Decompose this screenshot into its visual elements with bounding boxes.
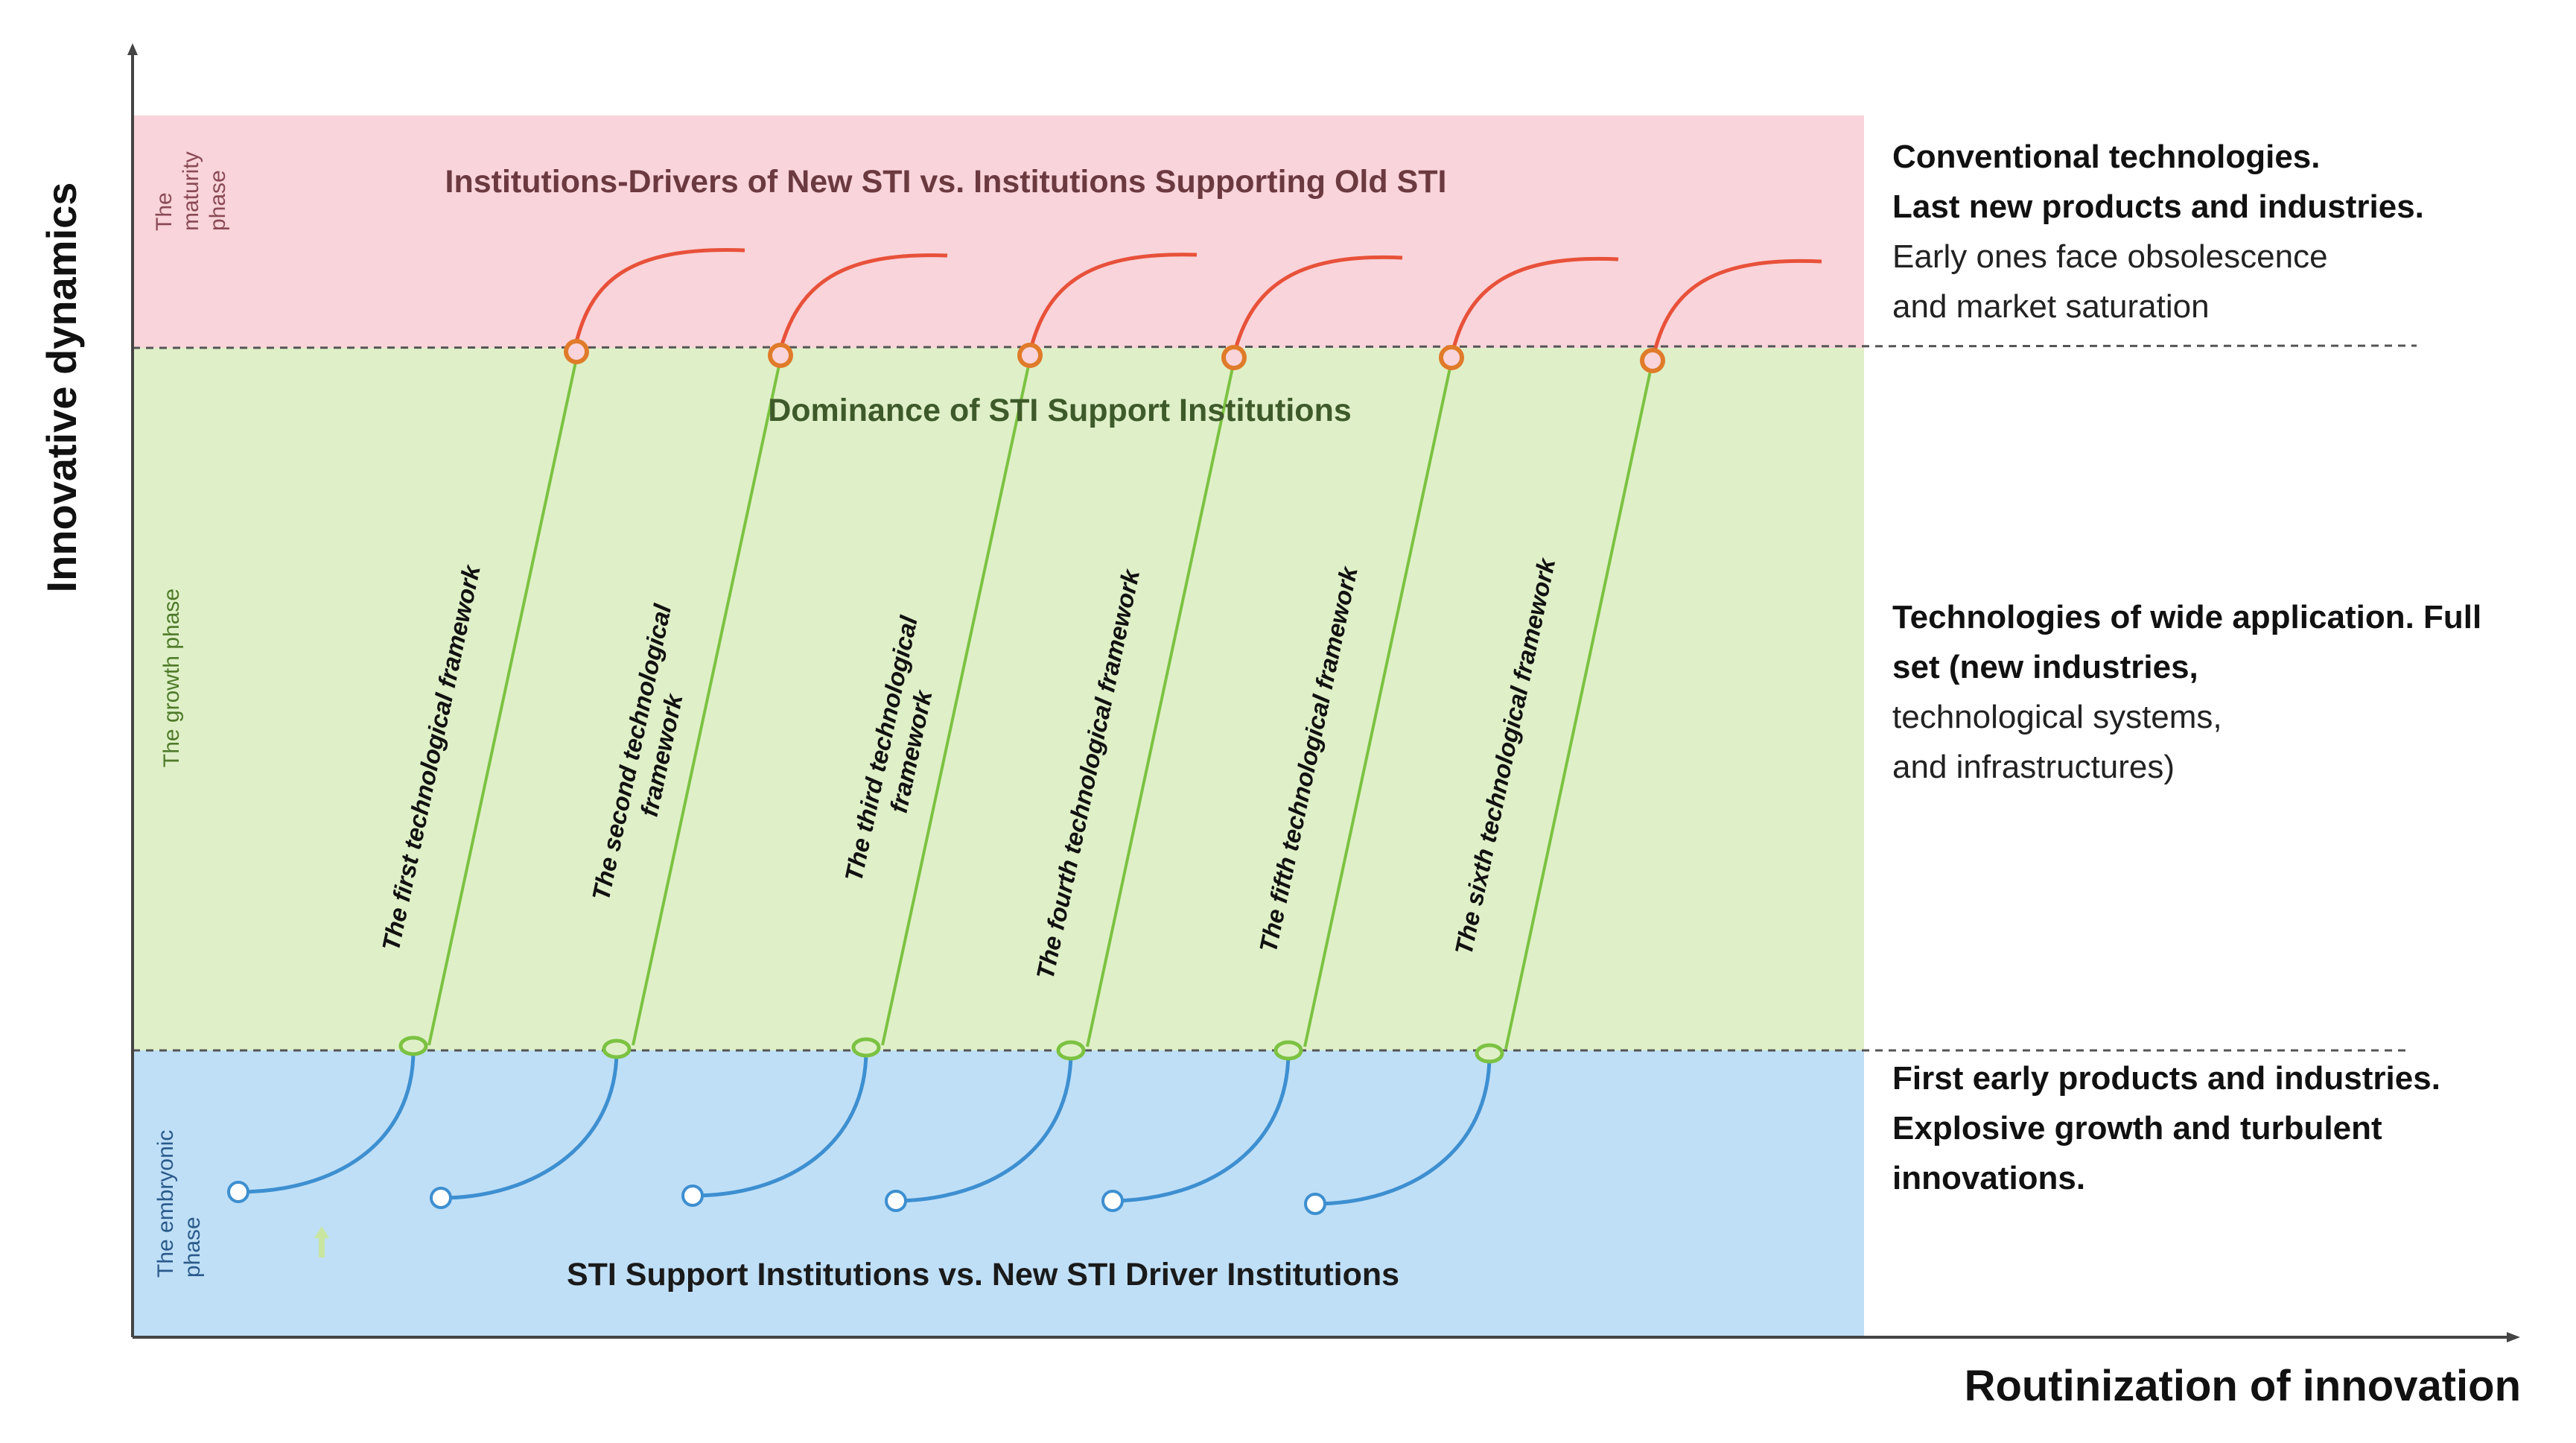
side-note-line: First early products and industries.: [1892, 1060, 2440, 1097]
embryonic-curve: [1112, 1051, 1291, 1203]
side-note-line: innovations.: [1892, 1160, 2085, 1196]
growth-node-icon: [851, 1037, 881, 1058]
maturity-curve: [1027, 253, 1198, 356]
embryonic-side-note: First early products and industries. Exp…: [1892, 1060, 2443, 1196]
growth-node-icon: [1273, 1040, 1303, 1061]
maturity-curve: [1650, 259, 1822, 361]
embryonic-curve: [1314, 1054, 1492, 1206]
x-axis-arrow-icon: [2507, 1332, 2520, 1342]
growth-node-icon: [1056, 1040, 1086, 1061]
embryonic-band: [133, 1050, 1864, 1337]
embryonic-node-icon: [1304, 1193, 1326, 1215]
maturity-curve: [572, 248, 745, 352]
side-note-line: and infrastructures): [1892, 749, 2175, 785]
side-note-line: Last new products and industries.: [1892, 188, 2424, 225]
side-note-line: Explosive growth and turbulent: [1892, 1110, 2382, 1147]
embryonic-node-icon: [227, 1181, 249, 1203]
growth-line: [1504, 360, 1654, 1050]
growth-line: [632, 355, 783, 1046]
embryonic-phase-label: The embryonic phase: [153, 1123, 205, 1278]
embryonic-curve: [692, 1050, 868, 1198]
embryonic-node-icon: [1101, 1190, 1124, 1212]
growth-node-icon: [602, 1038, 632, 1059]
growth-phase-label: The growth phase: [159, 589, 184, 767]
maturity-node-icon: [1221, 345, 1247, 370]
maturity-node-icon: [768, 343, 793, 368]
maturity-side-note: Conventional technologies. Last new prod…: [1892, 139, 2427, 325]
small-arrow-icon-shape: [314, 1226, 329, 1258]
embryonic-node-icon: [430, 1187, 452, 1209]
embryonic-band-title: STI Support Institutions vs. New STI Dri…: [567, 1257, 1399, 1293]
axes: [127, 43, 2520, 1342]
small-arrow-icon: [314, 1226, 329, 1258]
maturity-phase-label-line: The: [152, 192, 176, 231]
side-note-line: and market saturation: [1892, 288, 2210, 325]
maturity-node-icon: [1017, 343, 1043, 368]
embryonic-curve: [440, 1050, 619, 1200]
maturity-node-icon: [1439, 345, 1464, 370]
growth-line: [427, 351, 579, 1046]
embryonic-phase-label-line: The embryonic: [153, 1130, 178, 1278]
growth-node-icon: [398, 1036, 428, 1056]
side-note-line: technological systems,: [1892, 699, 2222, 735]
y-axis-label: Innovative dynamics: [38, 183, 85, 593]
maturity-phase-label-line: maturity: [179, 151, 203, 231]
side-note-line: Conventional technologies.: [1892, 139, 2321, 175]
embryonic-node-icon: [885, 1190, 907, 1212]
maturity-node-icon: [1640, 348, 1665, 373]
side-note-line: Early ones face obsolescence: [1892, 238, 2328, 275]
growth-side-note: Technologies of wide application. Full s…: [1892, 599, 2485, 785]
maturity-curve: [1449, 256, 1619, 358]
embryonic-curve: [895, 1051, 1073, 1203]
maturity-curve: [1231, 255, 1403, 358]
growth-band-title: Dominance of STI Support Institutions: [768, 393, 1352, 428]
embryonic-node-icon: [681, 1184, 704, 1207]
maturity-node-icon: [564, 339, 589, 364]
embryonic-curve: [238, 1050, 416, 1194]
growth-band: [133, 348, 1864, 1050]
y-axis-arrow-icon: [127, 43, 138, 55]
maturity-curve: [777, 253, 948, 356]
maturity-phase-label-line: phase: [206, 170, 230, 231]
embryonic-phase-label-line: phase: [180, 1217, 205, 1278]
maturity-growth-boundary: [132, 344, 2417, 349]
x-axis-label: Routinization of innovation: [1965, 1362, 2521, 1410]
side-note-line: Technologies of wide application. Full: [1892, 599, 2481, 635]
maturity-band: [133, 115, 1864, 348]
growth-line: [1303, 357, 1454, 1047]
growth-node-icon: [1475, 1043, 1504, 1064]
growth-line: [1086, 357, 1236, 1047]
side-note-line: set (new industries,: [1892, 649, 2198, 685]
growth-line: [881, 355, 1032, 1046]
maturity-band-title: Institutions-Drivers of New STI vs. Inst…: [445, 164, 1447, 200]
maturity-phase-label: The maturity phase: [152, 145, 230, 231]
